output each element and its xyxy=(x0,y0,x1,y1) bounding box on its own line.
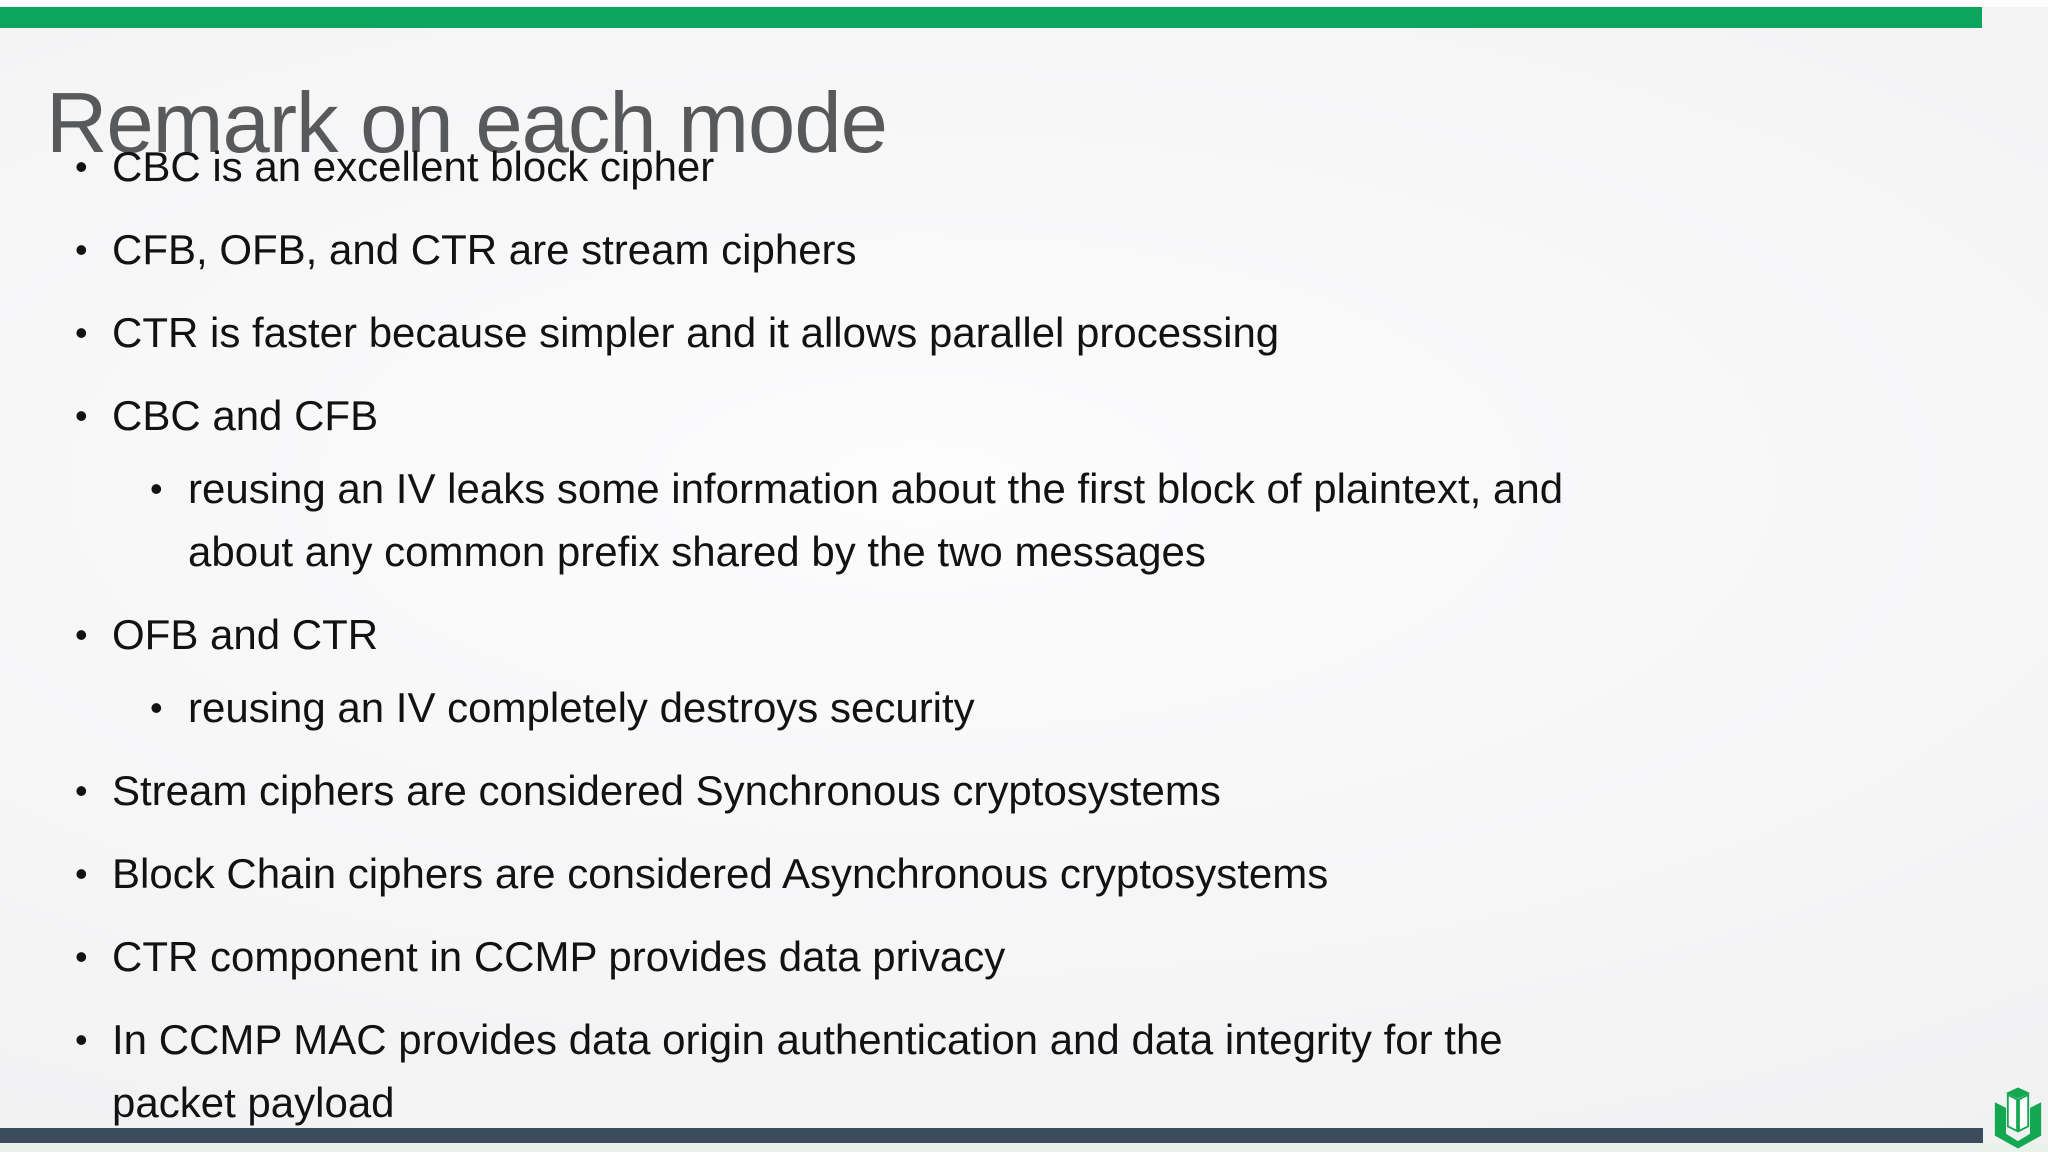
bullet-dot: • xyxy=(75,312,88,353)
bullet-line: reusing an IV leaks some information abo… xyxy=(188,465,1564,512)
bullet-item: • CBC is an excellent block cipher xyxy=(0,135,2048,198)
open-book-cube-logo-icon xyxy=(1993,1086,2043,1150)
bullet-line: CTR component in CCMP provides data priv… xyxy=(112,933,1006,980)
top-accent-bar xyxy=(0,7,1982,28)
bullet-line: CTR is faster because simpler and it all… xyxy=(112,309,1280,356)
bullet-dot: • xyxy=(75,146,88,187)
bullet-dot: • xyxy=(75,936,88,977)
bullet-item-sub: • reusing an IV leaks some information a… xyxy=(0,457,2048,583)
bullet-item: • In CCMP MAC provides data origin authe… xyxy=(0,1008,2048,1134)
bullet-dot: • xyxy=(75,229,88,270)
footer-strip xyxy=(0,1143,2048,1152)
bullet-text: In CCMP MAC provides data origin authent… xyxy=(112,1008,1503,1134)
bullet-item: • Stream ciphers are considered Synchron… xyxy=(0,759,2048,822)
bullet-line: reusing an IV completely destroys securi… xyxy=(188,684,975,731)
bullet-item: • Block Chain ciphers are considered Asy… xyxy=(0,842,2048,905)
footer-bar xyxy=(0,1128,1983,1143)
bullet-dot: • xyxy=(75,1019,88,1060)
bullet-line: CBC and CFB xyxy=(112,392,379,439)
bullet-dot: • xyxy=(150,468,163,509)
bullet-text: reusing an IV leaks some information abo… xyxy=(188,457,1563,583)
bullet-item-sub: • reusing an IV completely destroys secu… xyxy=(0,676,2048,739)
bullet-line: CFB, OFB, and CTR are stream ciphers xyxy=(112,226,857,273)
bullet-line: Block Chain ciphers are considered Async… xyxy=(112,850,1329,897)
bullet-dot: • xyxy=(75,395,88,436)
bullet-line: CBC is an excellent block cipher xyxy=(112,143,715,190)
bullet-item: • CFB, OFB, and CTR are stream ciphers xyxy=(0,218,2048,281)
bullet-dot: • xyxy=(150,687,163,728)
bullet-line: In CCMP MAC provides data origin authent… xyxy=(112,1016,1503,1063)
bullet-line: packet payload xyxy=(112,1079,395,1126)
bullet-item: • CTR is faster because simpler and it a… xyxy=(0,301,2048,364)
bullet-item: • OFB and CTR xyxy=(0,603,2048,666)
bullet-line: about any common prefix shared by the tw… xyxy=(188,528,1206,575)
bullet-list: • CBC is an excellent block cipher • CFB… xyxy=(0,135,2048,1134)
bullet-line: OFB and CTR xyxy=(112,611,379,658)
bullet-line: Stream ciphers are considered Synchronou… xyxy=(112,767,1221,814)
bullet-item: • CTR component in CCMP provides data pr… xyxy=(0,925,2048,988)
bullet-item: • CBC and CFB xyxy=(0,384,2048,447)
top-white-strip xyxy=(0,0,2048,7)
bullet-dot: • xyxy=(75,770,88,811)
slide-title: Remark on each mode xyxy=(46,75,888,171)
bullet-dot: • xyxy=(75,614,88,655)
bullet-dot: • xyxy=(75,853,88,894)
